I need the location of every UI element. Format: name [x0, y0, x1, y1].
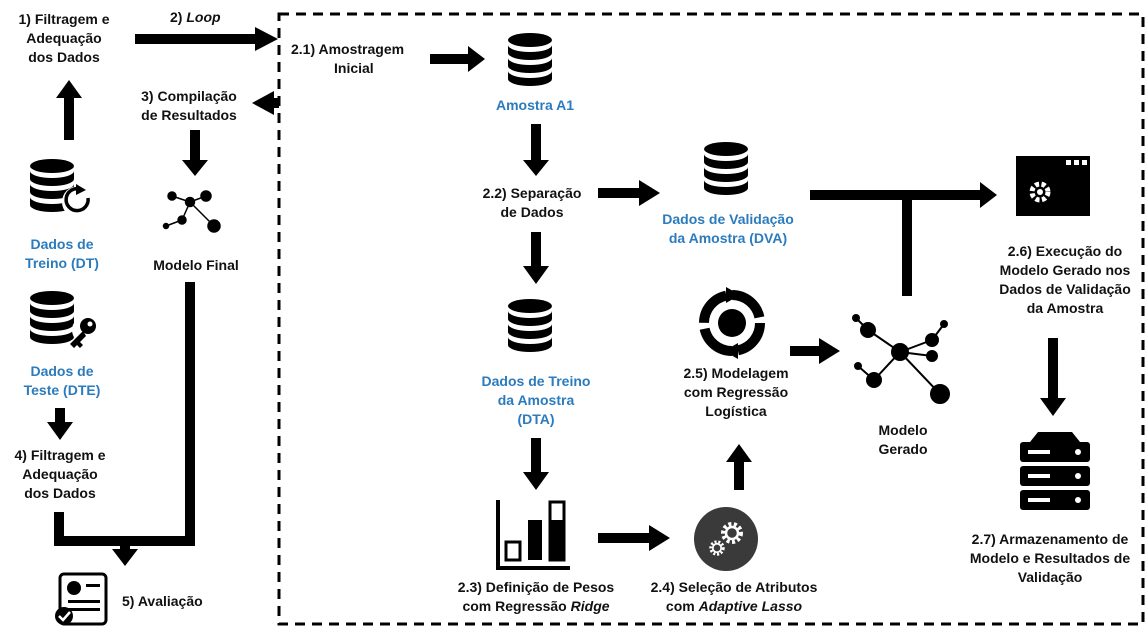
final-model-label: Modelo Final: [153, 257, 239, 273]
flow-arrows: [47, 27, 1066, 566]
step-2-1-line2: Inicial: [334, 60, 374, 76]
step-2-5-line1: 2.5) Modelagem: [683, 365, 789, 381]
step-2-4-line2-emph: Adaptive Lasso: [698, 598, 803, 614]
dte-line1: Dados de: [30, 363, 94, 379]
step-4-label: 4) Filtragem e Adequação dos Dados: [4, 446, 116, 503]
gears-icon: [694, 507, 758, 571]
report-check-icon: [55, 572, 108, 626]
sample-label: Amostra A1: [495, 97, 575, 113]
step-2-2-line2: de Dados: [500, 204, 564, 220]
step-1-line2: Adequação: [26, 30, 102, 46]
refresh-cycle-icon: [699, 287, 765, 359]
bar-chart-icon: [496, 500, 570, 570]
step-2-7-line2: Modelo e Resultados de: [969, 550, 1131, 566]
app-window-gear-icon: [1016, 156, 1090, 216]
step-2-3-line2-emph: Ridge: [570, 598, 610, 614]
step-2-7-line3: Validação: [1017, 569, 1083, 585]
dta-line2: da Amostra: [497, 392, 575, 408]
step-5-label: 5) Avaliação: [122, 593, 203, 609]
dte-line2: Teste (DTE): [23, 382, 101, 398]
step-2-4-line2-prefix: com: [665, 598, 699, 614]
step-2-6-line3: Dados de Validação: [999, 281, 1131, 297]
dva-line1: Dados de Validação: [662, 211, 794, 227]
dt-label: Dados de Treino (DT): [10, 235, 114, 273]
loop-label: 2) Loop: [170, 8, 221, 27]
step-2-4-label: 2.4) Seleção de Atributos com Adaptive L…: [636, 578, 832, 616]
step-4-line2: Adequação: [22, 466, 98, 482]
network-graph-icon: [162, 190, 221, 233]
generated-model-label: Modelo Gerado: [858, 421, 948, 459]
generated-model-line1: Modelo: [878, 422, 928, 438]
dta-line3: (DTA): [517, 411, 555, 427]
step-2-6-line1: 2.6) Execução do: [1007, 243, 1123, 259]
database-icon: [508, 299, 552, 352]
dta-line1: Dados de Treino: [481, 373, 591, 389]
step-1-line3: dos Dados: [28, 49, 100, 65]
step-2-6-label: 2.6) Execução do Modelo Gerado nos Dados…: [990, 242, 1140, 318]
step-2-3-label: 2.3) Definição de Pesos com Regressão Ri…: [446, 578, 626, 616]
step-3-line2: de Resultados: [141, 107, 237, 123]
dte-label: Dados de Teste (DTE): [10, 362, 114, 400]
step-2-3-line1: 2.3) Definição de Pesos: [457, 579, 615, 595]
dt-line1: Dados de: [30, 236, 94, 252]
step-2-5-line3: Logística: [705, 403, 767, 419]
step-2-5-line2: com Regressão: [683, 384, 789, 400]
step-2-2-line1: 2.2) Separação: [482, 185, 582, 201]
step-2-4-line1: 2.4) Seleção de Atributos: [650, 579, 818, 595]
database-icon: [508, 33, 552, 86]
dva-line2: da Amostra (DVA): [668, 230, 788, 246]
step-2-6-line2: Modelo Gerado nos: [999, 262, 1131, 278]
step-2-1-line1: 2.1) Amostragem: [291, 41, 405, 57]
network-graph-icon: [852, 314, 950, 404]
step-2-3-line2-prefix: com Regressão: [462, 598, 571, 614]
step-2-6-line4: da Amostra: [1026, 300, 1104, 316]
step-2-7-label: 2.7) Armazenamento de Modelo e Resultado…: [960, 530, 1140, 587]
database-refresh-icon: [30, 159, 94, 218]
loop-boundary: [277, 12, 1145, 626]
step-4-line3: dos Dados: [24, 485, 96, 501]
database-icon: [704, 142, 748, 195]
dt-line2: Treino (DT): [25, 255, 99, 271]
step-2-7-line1: 2.7) Armazenamento de: [971, 531, 1129, 547]
step-4-line1: 4) Filtragem e: [14, 447, 106, 463]
step-3-line1: 3) Compilação: [141, 88, 237, 104]
loop-emph: Loop: [186, 9, 221, 25]
step-2-2-label: 2.2) Separação de Dados: [462, 184, 602, 222]
step-2-5-label: 2.5) Modelagem com Regressão Logística: [666, 364, 806, 421]
database-key-icon: [30, 291, 100, 348]
server-rack-icon: [1020, 432, 1090, 510]
step-1-label: 1) Filtragem e Adequação dos Dados: [8, 10, 120, 67]
loop-prefix: 2): [170, 9, 187, 25]
dva-label: Dados de Validação da Amostra (DVA): [650, 210, 806, 248]
step-1-line1: 1) Filtragem e: [18, 11, 110, 27]
dta-label: Dados de Treino da Amostra (DTA): [466, 372, 606, 429]
generated-model-line2: Gerado: [878, 441, 928, 457]
step-3-label: 3) Compilação de Resultados: [126, 87, 252, 125]
step-2-1-label: 2.1) Amostragem Inicial: [291, 40, 404, 78]
